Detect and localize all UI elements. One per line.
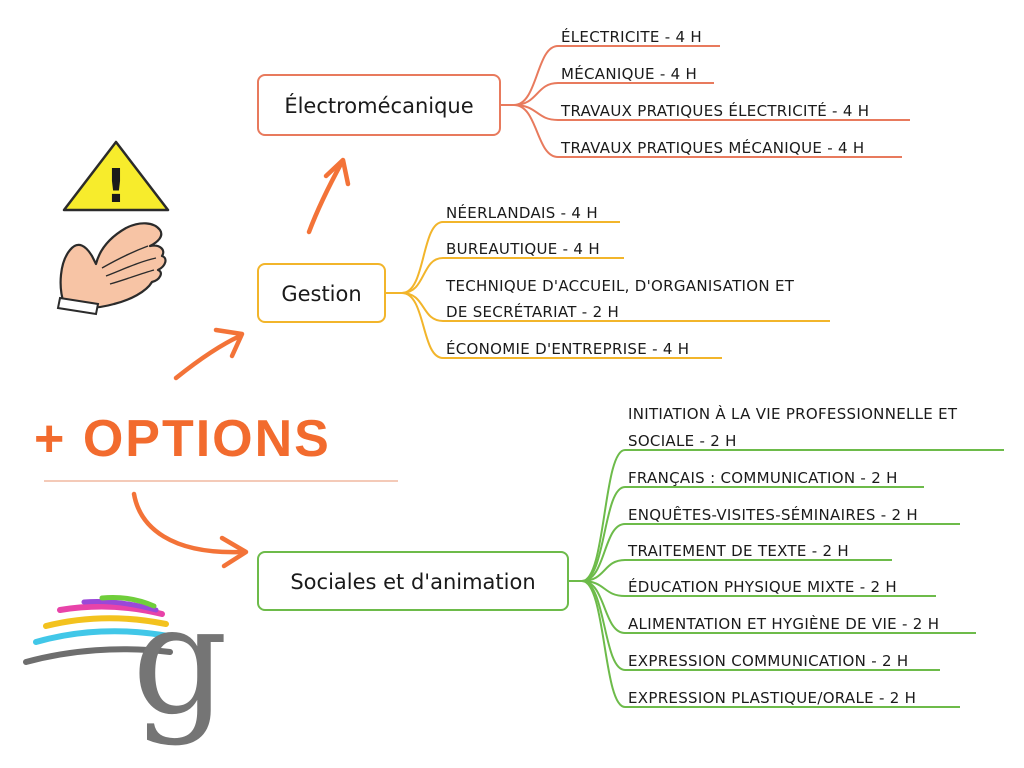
connector (581, 449, 626, 582)
leaf-item-text: EXPRESSION PLASTIQUE/ORALE - 2 H (628, 689, 916, 707)
arrow-to-electromecanique (306, 157, 351, 235)
connector (513, 82, 559, 106)
branches: ÉLECTRICITE - 4 H MÉCANIQUE - 4 H TRAVAUX … (257, 27, 1004, 708)
connector (513, 45, 559, 106)
leaf-item-text: EXPRESSION COMMUNICATION - 2 H (628, 652, 908, 670)
leaf-item-text: ÉCONOMIE D'ENTREPRISE - 4 H (446, 339, 689, 358)
leaf-item-text: ÉLECTRICITE - 4 H (561, 27, 702, 46)
leaf-item-text: DE SECRÉTARIAT - 2 H (446, 302, 619, 321)
leaf-item-text: TRAITEMENT DE TEXTE - 2 H (627, 542, 849, 560)
connector (581, 523, 626, 582)
leaf-item-text: TRAVAUX PRATIQUES MÉCANIQUE - 4 H (560, 138, 864, 157)
arrow-to-gestion (173, 327, 245, 381)
branch-node-label: Sociales et d'animation (290, 570, 535, 594)
hand-icon (56, 222, 167, 316)
branch-electromecanique: ÉLECTRICITE - 4 H MÉCANIQUE - 4 H TRAVAUX … (257, 27, 910, 158)
connector (401, 292, 444, 322)
connector (513, 104, 559, 158)
branch-node-label: Gestion (281, 282, 361, 306)
leaf-item-text: TRAVAUX PRATIQUES ÉLECTRICITÉ - 4 H (560, 101, 869, 120)
warning-icon: ! (62, 140, 170, 213)
branch-gestion: NÉERLANDAIS - 4 H BUREAUTIQUE - 4 H TECHNI… (257, 203, 830, 359)
logo-g-icon: g (23, 574, 228, 748)
branch-node-box (257, 74, 501, 136)
leaf-item-text: SOCIALE - 2 H (628, 432, 737, 450)
page-title: + OPTIONS (34, 410, 331, 468)
leaf-item-text: BUREAUTIQUE - 4 H (446, 240, 600, 258)
connector (401, 221, 444, 294)
leaf-item-text: ÉDUCATION PHYSIQUE MIXTE - 2 H (628, 577, 897, 596)
connector (401, 292, 444, 359)
leaf-item-text: INITIATION À LA VIE PROFESSIONNELLE ET (628, 404, 958, 423)
leaf-item-text: TECHNIQUE D'ACCUEIL, D'ORGANISATION ET (445, 277, 795, 295)
connector (581, 580, 626, 671)
connector (581, 580, 626, 708)
leaf-item-text: NÉERLANDAIS - 4 H (446, 203, 598, 222)
connector (581, 486, 626, 582)
leaf-item-text: ENQUÊTES-VISITES-SÉMINAIRES - 2 H (628, 505, 918, 524)
logo-letter: g (132, 574, 228, 748)
warning-exclamation: ! (106, 159, 127, 213)
connector (401, 257, 444, 294)
arrow-to-sociales (131, 491, 249, 569)
branch-node-box (257, 551, 569, 611)
branch-node-label: Électromécanique (284, 93, 473, 118)
leaf-item-text: ALIMENTATION ET HYGIÈNE DE VIE - 2 H (628, 614, 939, 633)
leaf-item-text: MÉCANIQUE - 4 H (561, 64, 697, 83)
branch-node-box (257, 263, 386, 323)
branch-sociales: INITIATION À LA VIE PROFESSIONNELLE ET SO… (257, 404, 1004, 708)
leaf-item-text: FRANÇAIS : COMMUNICATION - 2 H (628, 469, 898, 487)
